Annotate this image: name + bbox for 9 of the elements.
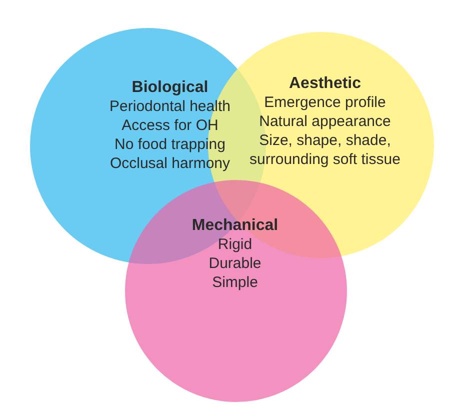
list-item: Rigid (216, 235, 254, 254)
list-item: Natural appearance (258, 112, 392, 131)
circle-heading: Mechanical (190, 216, 280, 235)
circle-heading: Aesthetic (288, 74, 362, 93)
list-item: Emergence profile (263, 93, 387, 112)
list-item: Durable (208, 254, 262, 273)
list-item: Simple (211, 273, 259, 292)
circle-heading: Biological (130, 78, 210, 97)
list-item: Size, shape, shade, surrounding soft tissue (248, 131, 402, 169)
